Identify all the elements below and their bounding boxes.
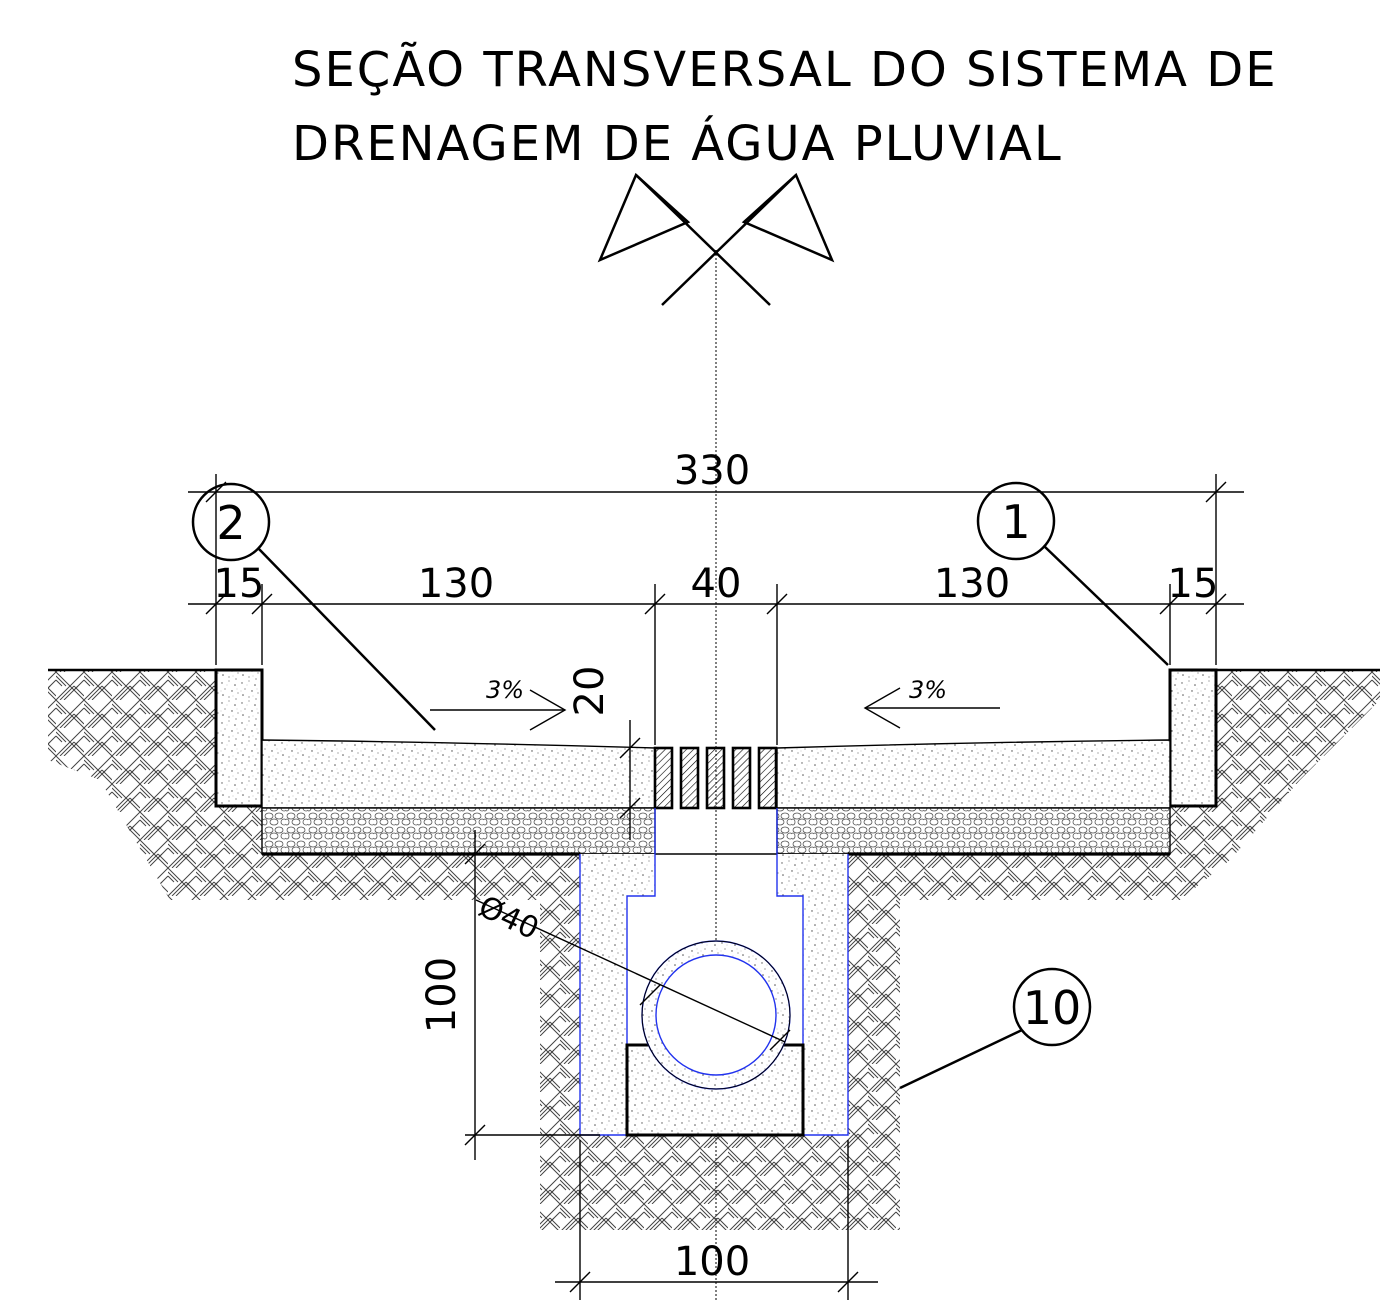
callout-10 xyxy=(899,967,1092,1090)
callout-2 xyxy=(191,482,436,731)
callout-2-label: 2 xyxy=(216,496,245,550)
dim-span-right: 130 xyxy=(934,561,1010,607)
trench-box xyxy=(580,854,848,1135)
slope-left-label: 3% xyxy=(486,676,524,704)
grate xyxy=(653,746,778,810)
pipe xyxy=(641,940,791,1090)
dim-span-left: 130 xyxy=(418,561,494,607)
pavement-left xyxy=(261,739,656,809)
dim-grate-depth-label: 20 xyxy=(567,666,613,717)
slope-arrow-right xyxy=(863,687,1000,729)
dim-grate-depth xyxy=(619,720,641,840)
dim-trench-width-label: 100 xyxy=(674,1239,750,1285)
gravel-base-left xyxy=(261,807,656,855)
dim-row-2 xyxy=(188,584,1244,745)
slope-arrow-left xyxy=(430,689,567,731)
curb-left xyxy=(214,668,264,808)
dim-curb-left: 15 xyxy=(214,561,265,607)
dim-total-width-label: 330 xyxy=(674,448,750,494)
callout-10-label: 10 xyxy=(1023,981,1082,1035)
dim-trench-depth xyxy=(464,830,600,1160)
dim-total-width xyxy=(188,474,1244,665)
soil-hatch xyxy=(48,670,1380,1230)
gravel-base-right xyxy=(776,807,1171,855)
dim-trench-width xyxy=(555,1140,878,1300)
dim-curb-right: 15 xyxy=(1168,561,1219,607)
callout-1 xyxy=(976,481,1169,666)
dim-grate: 40 xyxy=(691,561,742,607)
slope-right-label: 3% xyxy=(909,676,947,704)
section-cut-symbol xyxy=(597,172,835,306)
dim-trench-depth-label: 100 xyxy=(419,957,465,1033)
title-line-2: DRENAGEM DE ÁGUA PLUVIAL xyxy=(292,115,1063,172)
curb-right xyxy=(1168,668,1218,808)
callout-1-label: 1 xyxy=(1001,495,1030,549)
title-line-1: SEÇÃO TRANSVERSAL DO SISTEMA DE xyxy=(292,42,1278,98)
pavement-right xyxy=(776,739,1171,809)
dim-pipe-diameter xyxy=(475,899,791,1051)
